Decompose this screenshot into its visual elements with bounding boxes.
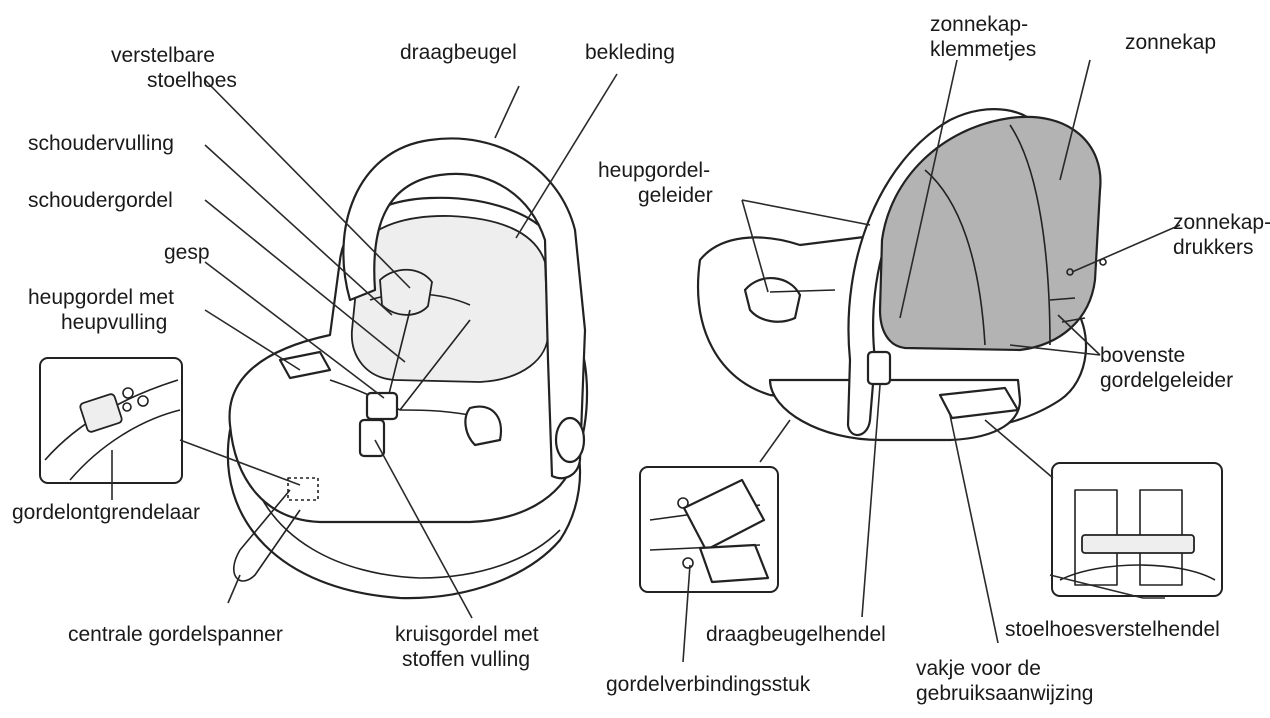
label-zonnekap-drukkers: zonnekap- drukkers bbox=[1173, 210, 1270, 260]
label-heupgordel-geleider: heupgordel- geleider bbox=[598, 158, 713, 208]
label-verstelbare-stoelhoes: verstelbare stoelhoes bbox=[111, 43, 237, 93]
label-vakje-voor-de-gebruiksaanwijzing: vakje voor de gebruiksaanwijzing bbox=[916, 656, 1093, 706]
label-draagbeugelhendel: draagbeugelhendel bbox=[706, 622, 886, 647]
label-zonnekap-klemmetjes: zonnekap- klemmetjes bbox=[930, 12, 1036, 62]
label-gordelverbindingsstuk: gordelverbindingsstuk bbox=[606, 672, 810, 697]
label-centrale-gordelspanner: centrale gordelspanner bbox=[68, 622, 283, 647]
label-zonnekap: zonnekap bbox=[1125, 30, 1216, 55]
label-heupgordel-met-heupvulling: heupgordel met heupvulling bbox=[28, 285, 174, 335]
label-gesp: gesp bbox=[164, 240, 210, 265]
label-schoudergordel: schoudergordel bbox=[28, 188, 173, 213]
label-stoelhoesverstelhendel: stoelhoesverstelhendel bbox=[1005, 617, 1220, 642]
label-gordelontgrendelaar: gordelontgrendelaar bbox=[12, 500, 200, 525]
label-schoudervulling: schoudervulling bbox=[28, 131, 174, 156]
label-bekleding: bekleding bbox=[585, 40, 675, 65]
label-bovenste-gordelgeleider: bovenste gordelgeleider bbox=[1100, 343, 1233, 393]
label-kruisgordel-met-stoffen-vulling: kruisgordel met stoffen vulling bbox=[395, 622, 539, 672]
label-draagbeugel: draagbeugel bbox=[400, 40, 517, 65]
